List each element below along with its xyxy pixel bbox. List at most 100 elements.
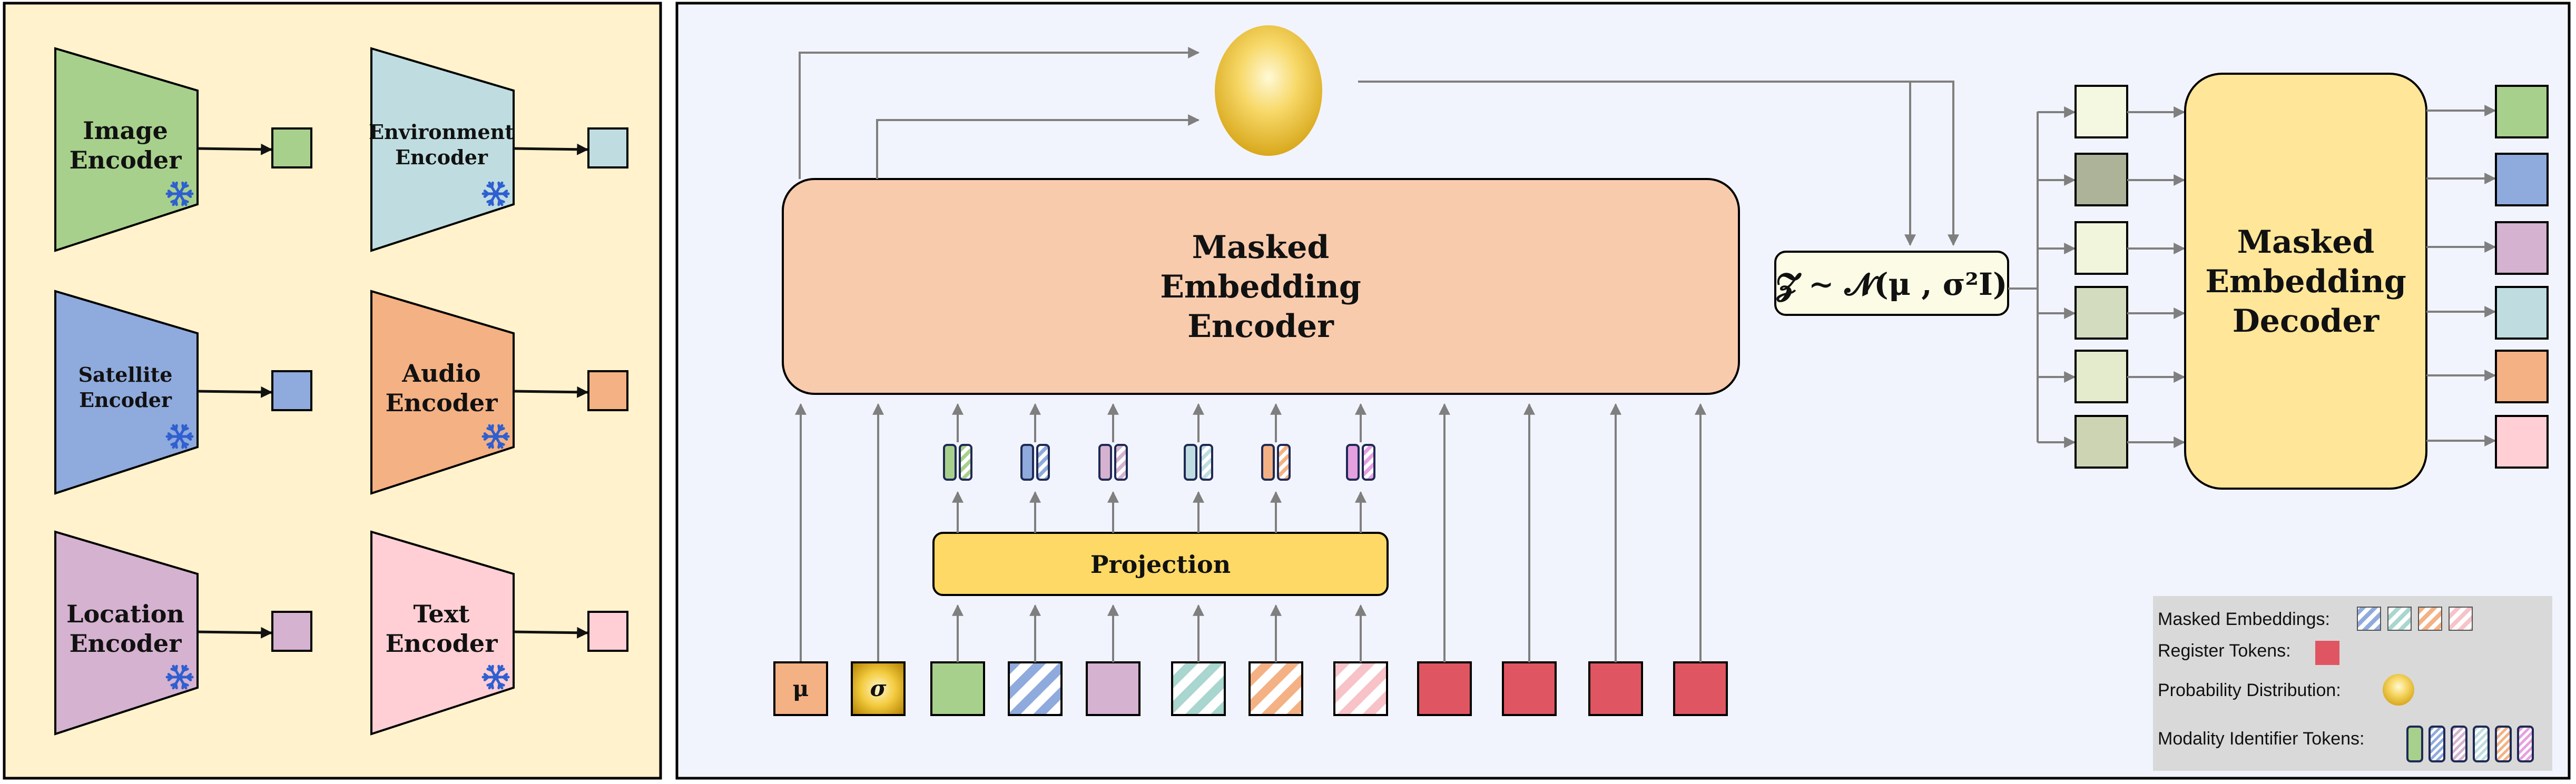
modality-embedding-token <box>1114 444 1128 481</box>
arrow-encoder-to-distribution-top <box>799 47 1200 179</box>
probability-distribution <box>1215 25 1322 156</box>
snowflake-branch <box>170 184 178 189</box>
legend-register-tokens: Register Tokens: <box>2158 641 2291 661</box>
mu-label: μ <box>793 676 809 701</box>
mu-token <box>773 661 828 716</box>
modality-input-token <box>1086 661 1140 716</box>
decoder-input-token <box>2074 153 2128 206</box>
snowflake-center <box>176 190 183 197</box>
snowflake-icon <box>165 664 194 690</box>
sigma-label: σ <box>870 676 887 701</box>
encoder-trapezoid <box>370 47 515 252</box>
snowflake-branch <box>170 668 178 672</box>
snowflake-branch <box>498 199 505 203</box>
encoder-label: Encoder <box>70 146 182 174</box>
snowflake-center <box>176 673 183 681</box>
register-token <box>1417 661 1472 716</box>
register-token <box>1673 661 1728 716</box>
snowflake-icon <box>165 424 194 449</box>
decoder-input-tokens <box>2037 85 2186 469</box>
modality-identifier-token <box>1020 444 1034 481</box>
encoder-output-token <box>271 611 312 652</box>
snowflake-branch <box>486 427 494 432</box>
encoder-trapezoid <box>54 530 199 736</box>
legend-masked-swatch <box>2418 607 2442 631</box>
encoder-trapezoid <box>54 290 199 495</box>
snowflake-branch <box>167 192 174 198</box>
encoder-label: Encoder <box>386 629 498 658</box>
register-token <box>1588 661 1643 716</box>
encoder-output-arrow <box>513 143 589 155</box>
encoder-label-line-2: Embedding <box>1160 269 1361 305</box>
encoder-output-token <box>271 127 312 168</box>
snowflake-icon <box>481 181 510 206</box>
modality-embedding-token <box>959 444 972 481</box>
legend-modality-swatch <box>2451 726 2467 762</box>
encoder-trapezoid <box>54 47 199 252</box>
snowflake-branch <box>167 435 174 441</box>
snowflake-branch <box>170 427 178 432</box>
encoder-output-token <box>587 370 628 411</box>
decoder-input-token <box>2074 286 2128 340</box>
legend-modality-swatch <box>2473 726 2490 762</box>
encoder-trapezoid <box>370 290 515 495</box>
encoder-output-arrow <box>513 386 589 398</box>
snowflake-icon <box>481 664 510 690</box>
modality-embedding-token <box>1199 444 1213 481</box>
pretrained-encoders: ImageEncoderEnvironmentEncoderSatelliteE… <box>54 47 628 736</box>
snowflake-branch <box>182 682 189 687</box>
snowflake-center <box>492 190 499 197</box>
masked-embedding-decoder <box>2184 73 2427 490</box>
snowflake-branch <box>486 668 494 672</box>
modality-input-token <box>1333 661 1388 716</box>
snowflake-branch <box>185 190 192 195</box>
encoder-label: Encoder <box>395 145 488 169</box>
encoder-trapezoid <box>370 530 515 736</box>
decoder-output-token <box>2495 350 2549 403</box>
encoder-label: Location <box>66 600 184 628</box>
snowflake-branch <box>185 673 192 679</box>
legend-register-swatch <box>2315 641 2339 665</box>
modality-identifier-token <box>1184 444 1197 481</box>
decoder-input-token <box>2074 221 2128 275</box>
snowflake-branch <box>182 441 189 446</box>
legend-modality-swatch <box>2406 726 2423 762</box>
modality-identifier-token <box>1346 444 1360 481</box>
decoder-input-token <box>2074 85 2128 138</box>
encoder-label: Encoder <box>70 629 182 658</box>
decoder-output-tokens <box>2426 85 2549 469</box>
encoder-output-token <box>271 370 312 411</box>
modality-input-token <box>1008 661 1063 716</box>
snowflake-branch <box>502 673 508 679</box>
register-token <box>1502 661 1557 716</box>
projection-block <box>932 532 1389 596</box>
encoder-output-token <box>587 127 628 168</box>
snowflake-branch <box>486 184 494 189</box>
decoder-output-token <box>2495 153 2549 206</box>
snowflake-branch <box>502 432 508 438</box>
masked-embedding-encoder <box>782 178 1740 395</box>
encoder-label-line-3: Encoder <box>1187 308 1334 345</box>
input-tokens <box>795 403 1728 716</box>
arrow-encoder-to-distribution-bottom <box>876 114 1200 179</box>
encoder-output-arrow <box>197 143 273 155</box>
legend-probability-distribution: Probability Distribution: <box>2158 680 2341 700</box>
encoder-label: Environment <box>369 120 514 144</box>
legend-masked-swatch <box>2387 607 2412 631</box>
decoder-input-token <box>2074 350 2128 403</box>
modality-input-token <box>1248 661 1303 716</box>
legend-masked-swatch <box>2357 607 2381 631</box>
decoder-output-token <box>2495 85 2549 138</box>
snowflake-icon <box>165 181 194 206</box>
encoder-label: Audio <box>401 359 480 388</box>
snowflake-branch <box>167 676 174 681</box>
encoder-label: Text <box>414 600 470 628</box>
snowflake-branch <box>490 199 494 206</box>
arrow-distribution-to-latent <box>1358 81 1959 246</box>
snowflake-branch <box>185 432 192 438</box>
